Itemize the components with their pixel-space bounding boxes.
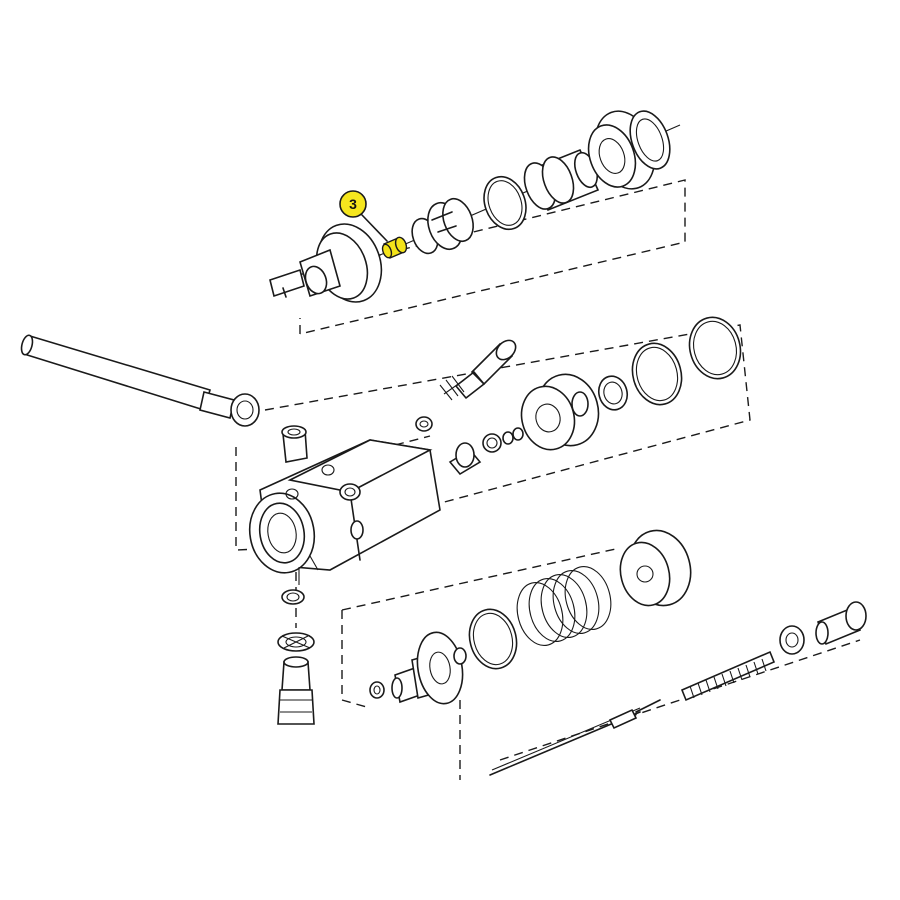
long-rod — [20, 334, 260, 427]
callout-3[interactable]: 3 — [339, 190, 367, 218]
end-plug — [815, 601, 867, 646]
spring-cap — [619, 529, 692, 607]
washer-bottom — [369, 681, 385, 699]
valve-spool — [523, 148, 600, 212]
middle-piston — [520, 373, 600, 451]
bottom-piston — [391, 631, 467, 705]
bushing — [281, 425, 308, 463]
o-ring-mid-large-2 — [688, 316, 742, 380]
bottom-assembly — [341, 529, 867, 780]
callout-3-label: 3 — [349, 196, 357, 212]
outlet-fitting — [277, 608, 315, 725]
top-assembly: 3 — [269, 110, 686, 335]
valve-cap — [299, 223, 383, 303]
o-ring-bottom — [468, 608, 518, 670]
fitting-item-3[interactable] — [381, 236, 409, 259]
needle-spring — [680, 650, 776, 702]
main-spring — [516, 566, 612, 646]
o-ring-mid-large-1 — [631, 342, 683, 406]
washer-small — [281, 589, 305, 605]
top-piston — [587, 110, 671, 190]
main-housing — [248, 439, 441, 585]
valve-stem-mid — [448, 427, 524, 476]
seal-mid-1 — [415, 416, 433, 432]
needle-rod — [489, 699, 661, 776]
guide-washer — [779, 625, 805, 655]
lever-handle — [269, 268, 305, 298]
callout-leader-line — [361, 214, 388, 242]
valve-seat — [411, 197, 474, 255]
pivot-pin — [439, 339, 517, 401]
o-ring-mid-small — [597, 375, 629, 411]
middle-assembly — [20, 316, 751, 605]
